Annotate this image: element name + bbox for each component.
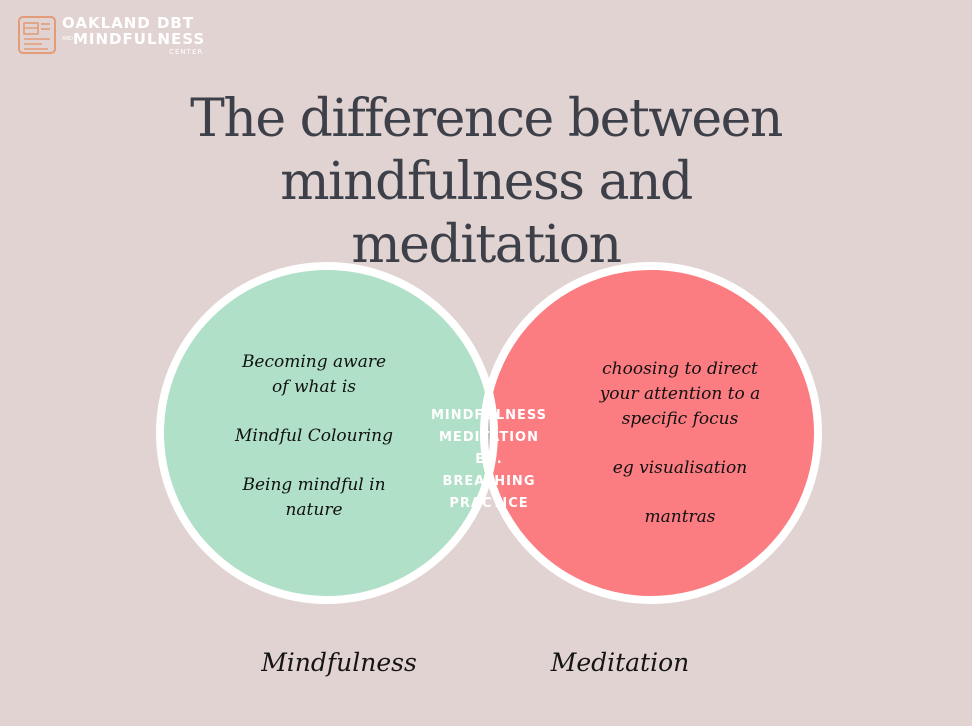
meditation-items: choosing to direct your attention to a s… xyxy=(575,357,785,530)
page-title: The difference between mindfulness and m… xyxy=(0,88,972,277)
mindfulness-item-line: Being mindful in xyxy=(242,475,386,495)
overlap-text: MINDFULNESS MEDITATION EG. BREATHING PRA… xyxy=(419,405,559,515)
mindfulness-label: Mindfulness xyxy=(261,648,417,677)
logo-mark-icon xyxy=(18,16,56,54)
mindfulness-circle-border xyxy=(156,262,498,604)
meditation-item-line: specific focus xyxy=(621,409,739,429)
meditation-item-line: eg visualisation xyxy=(612,458,748,478)
mindfulness-item-line: Mindful Colouring xyxy=(234,426,393,446)
meditation-label: Meditation xyxy=(550,648,690,677)
logo-row-2: and MINDFULNESS xyxy=(62,32,205,47)
overlap-line: PRACTICE xyxy=(449,496,529,511)
logo-line-3: CENTER xyxy=(169,48,204,56)
mindfulness-circle xyxy=(160,266,494,600)
meditation-item-line: mantras xyxy=(644,507,716,527)
logo-line-1: OAKLAND DBT xyxy=(62,14,195,32)
logo: OAKLAND DBT and MINDFULNESS CENTER xyxy=(18,16,205,56)
logo-line-2: MINDFULNESS xyxy=(73,30,206,48)
title-line: The difference between xyxy=(190,89,783,149)
meditation-item-line: choosing to direct xyxy=(602,359,758,379)
mindfulness-item-line: of what is xyxy=(272,377,356,397)
overlap-line: EG. xyxy=(475,452,503,467)
title-line: mindfulness and xyxy=(280,152,693,212)
logo-text: OAKLAND DBT and MINDFULNESS CENTER xyxy=(62,16,205,56)
mindfulness-item-line: nature xyxy=(285,500,343,520)
meditation-circle-border xyxy=(480,262,822,604)
overlap-line: MINDFULNESS xyxy=(430,408,548,423)
mindfulness-item-line: Becoming aware xyxy=(241,352,387,372)
meditation-circle xyxy=(484,266,818,600)
overlap-line: MEDITATION xyxy=(439,430,539,445)
logo-and: and xyxy=(62,36,74,42)
mindfulness-items: Becoming aware of what is Mindful Colour… xyxy=(214,350,414,523)
overlap-line: BREATHING xyxy=(442,474,536,489)
meditation-item-line: your attention to a xyxy=(599,384,761,404)
title-line: meditation xyxy=(351,215,622,275)
